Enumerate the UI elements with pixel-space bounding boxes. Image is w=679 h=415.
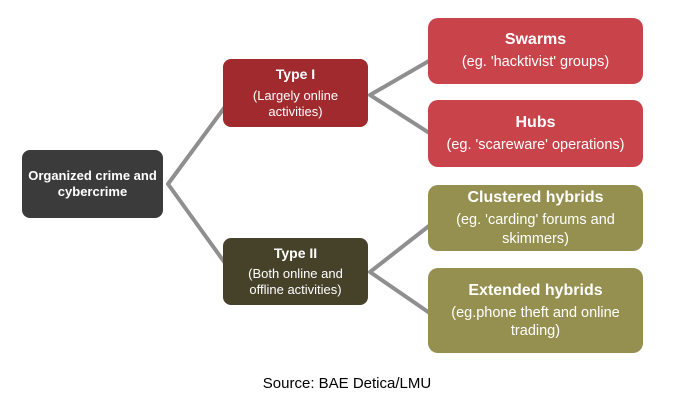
leaf-hubs-subtitle: (eg. 'scareware' operations) (446, 136, 625, 153)
leaf-extended-subtitle: (eg.phone theft and online trading) (451, 304, 620, 339)
leaf-node-clustered-hybrids: Clustered hybrids (eg. 'carding' forums … (428, 185, 643, 251)
branch-node-type-1: Type I (Largely online activities) (223, 59, 368, 127)
leaf-hubs-title: Hubs (515, 113, 556, 131)
root-node-organized-crime: Organized crime and cybercrime (22, 150, 163, 218)
branch-type-2-subtitle: (Both online and offline activities) (248, 266, 343, 298)
root-node-label: Organized crime and cybercrime (28, 167, 157, 199)
branch-node-type-2: Type II (Both online and offline activit… (223, 238, 368, 305)
leaf-swarms-subtitle: (eg. 'hacktivist' groups) (461, 54, 610, 71)
branch-type-1-subtitle: (Largely online activities) (252, 87, 339, 119)
leaf-clustered-subtitle: (eg. 'carding' forums and skimmers) (456, 212, 615, 247)
source-attribution: Source: BAE Detica/LMU (262, 375, 432, 392)
leaf-node-hubs: Hubs (eg. 'scareware' operations) (428, 100, 643, 167)
leaf-clustered-title: Clustered hybrids (467, 189, 604, 207)
connector-root-to-types (166, 98, 232, 272)
connector-type2-to-leaves (368, 220, 436, 318)
leaf-node-extended-hybrids: Extended hybrids (eg.phone theft and onl… (428, 268, 643, 353)
branch-type-2-title: Type II (273, 244, 318, 261)
leaf-swarms-title: Swarms (504, 31, 567, 49)
connector-type1-to-leaves (368, 56, 436, 138)
branch-type-1-title: Type I (275, 66, 316, 82)
leaf-node-swarms: Swarms (eg. 'hacktivist' groups) (428, 18, 643, 84)
leaf-extended-title: Extended hybrids (468, 281, 603, 299)
